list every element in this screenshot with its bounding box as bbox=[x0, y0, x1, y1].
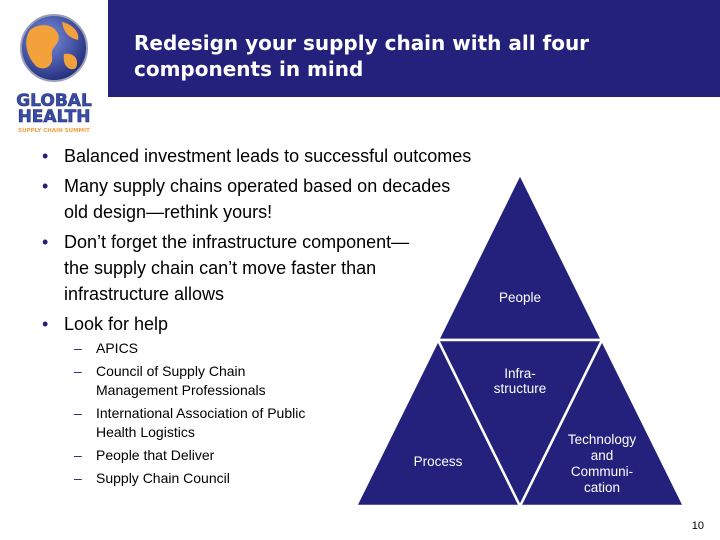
bullet-text: Look for help bbox=[64, 314, 169, 334]
components-triangle-diagram: People Infra- structure Process Technolo… bbox=[352, 172, 688, 508]
label-infrastructure-1: Infra- bbox=[504, 366, 536, 381]
bullet-item-look-for-help: Look for help APICS Council of Supply Ch… bbox=[42, 311, 562, 488]
header-bar bbox=[108, 0, 720, 97]
help-item: People that Deliver bbox=[64, 446, 326, 465]
help-item: Supply Chain Council bbox=[64, 469, 326, 488]
bullet-item: Don’t forget the infrastructure componen… bbox=[42, 229, 424, 307]
logo-text-summit: SUPPLY CHAIN SUMMIT bbox=[18, 128, 90, 134]
page-number: 10 bbox=[691, 520, 704, 532]
bullet-list: Balanced investment leads to successful … bbox=[42, 143, 562, 492]
bullet-item: Balanced investment leads to successful … bbox=[42, 143, 584, 169]
label-technology-1: Technology bbox=[568, 432, 637, 447]
label-infrastructure-2: structure bbox=[494, 381, 547, 396]
bullet-item: Many supply chains operated based on dec… bbox=[42, 173, 464, 225]
help-item: International Association of Public Heal… bbox=[64, 404, 326, 442]
help-item: APICS bbox=[64, 339, 326, 358]
label-technology-4: cation bbox=[584, 480, 620, 495]
slide-title: Redesign your supply chain with all four… bbox=[134, 31, 590, 81]
label-technology-2: and bbox=[591, 448, 614, 463]
logo-text-health: HEALTH bbox=[18, 107, 91, 127]
help-list: APICS Council of Supply Chain Management… bbox=[64, 339, 562, 488]
label-people: People bbox=[499, 290, 541, 305]
logo-text-global: GLOBAL bbox=[16, 91, 92, 111]
help-item: Council of Supply Chain Management Profe… bbox=[64, 362, 326, 400]
triangle-infrastructure bbox=[435, 338, 605, 508]
global-health-logo: GLOBAL HEALTH SUPPLY CHAIN SUMMIT bbox=[0, 0, 108, 136]
label-technology-3: Communi- bbox=[571, 464, 633, 479]
label-process: Process bbox=[414, 454, 463, 469]
triangle-people bbox=[435, 172, 605, 342]
